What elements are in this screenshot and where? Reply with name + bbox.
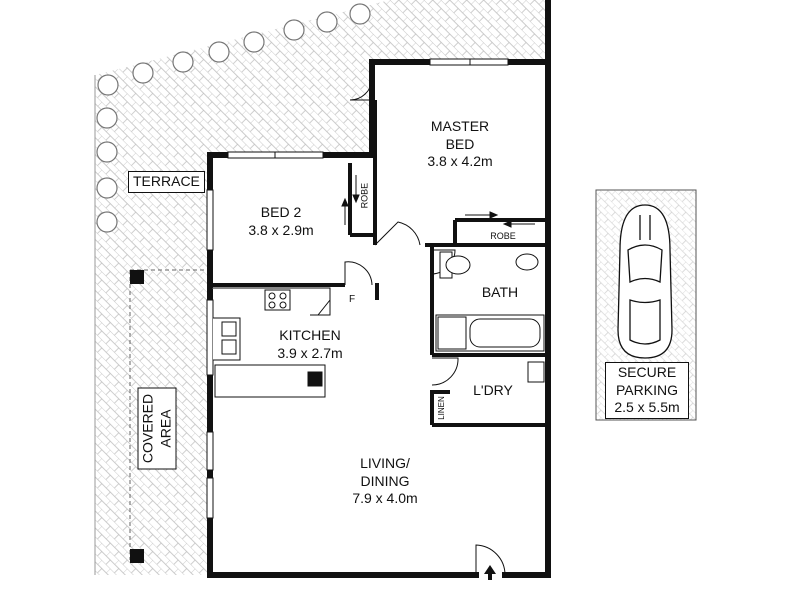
parking-dims: 2.5 x 5.5m [614, 399, 680, 415]
fridge-label: F [348, 294, 356, 305]
master-bed-label: MASTER BED 3.8 x 4.2m [415, 118, 505, 171]
living-label: LIVING/ DINING 7.9 x 4.0m [335, 455, 435, 508]
bed2-name: BED 2 [260, 204, 302, 220]
parking-label: SECURE PARKING 2.5 x 5.5m [605, 362, 689, 419]
interior-walls [210, 100, 548, 427]
bathroom-fixtures [435, 251, 545, 383]
covered-area-line1: COVERED [139, 393, 156, 464]
terrace-label: TERRACE [128, 171, 205, 193]
covered-area-outline [129, 269, 210, 563]
car-icon [617, 204, 673, 359]
kitchen-name: KITCHEN [279, 327, 341, 343]
parking-line1: SECURE [617, 364, 677, 380]
robe-master-label: ROBE [490, 231, 516, 241]
laundry-label: L'DRY [473, 382, 513, 398]
entry-arrow-icon [484, 565, 496, 580]
master-bed-name-line1: MASTER [430, 118, 490, 134]
bed2-dims: 3.8 x 2.9m [248, 221, 314, 238]
covered-area-label: COVERED AREA [137, 387, 177, 470]
bed2-label: BED 2 3.8 x 2.9m [236, 204, 326, 239]
covered-area-line2: AREA [157, 409, 173, 448]
master-bed-name-line2: BED [445, 135, 475, 152]
kitchen-dims: 3.9 x 2.7m [277, 344, 343, 361]
bath-label: BATH [481, 284, 519, 300]
robe-slide-arrows [341, 175, 535, 228]
master-bed-dims: 3.8 x 4.2m [427, 153, 493, 169]
living-name-line2: DINING [360, 472, 410, 489]
parking-line2: PARKING [616, 381, 678, 398]
hedge-shrubs [96, 3, 371, 233]
living-name-line1: LIVING/ [360, 455, 410, 471]
linen-label: LINEN [437, 396, 446, 420]
kitchen-label: KITCHEN 3.9 x 2.7m [260, 327, 360, 362]
windows [206, 58, 509, 519]
kitchen-fixtures [210, 287, 331, 398]
robe-bed2-label: ROBE [359, 182, 370, 209]
living-dims: 7.9 x 4.0m [352, 490, 418, 506]
